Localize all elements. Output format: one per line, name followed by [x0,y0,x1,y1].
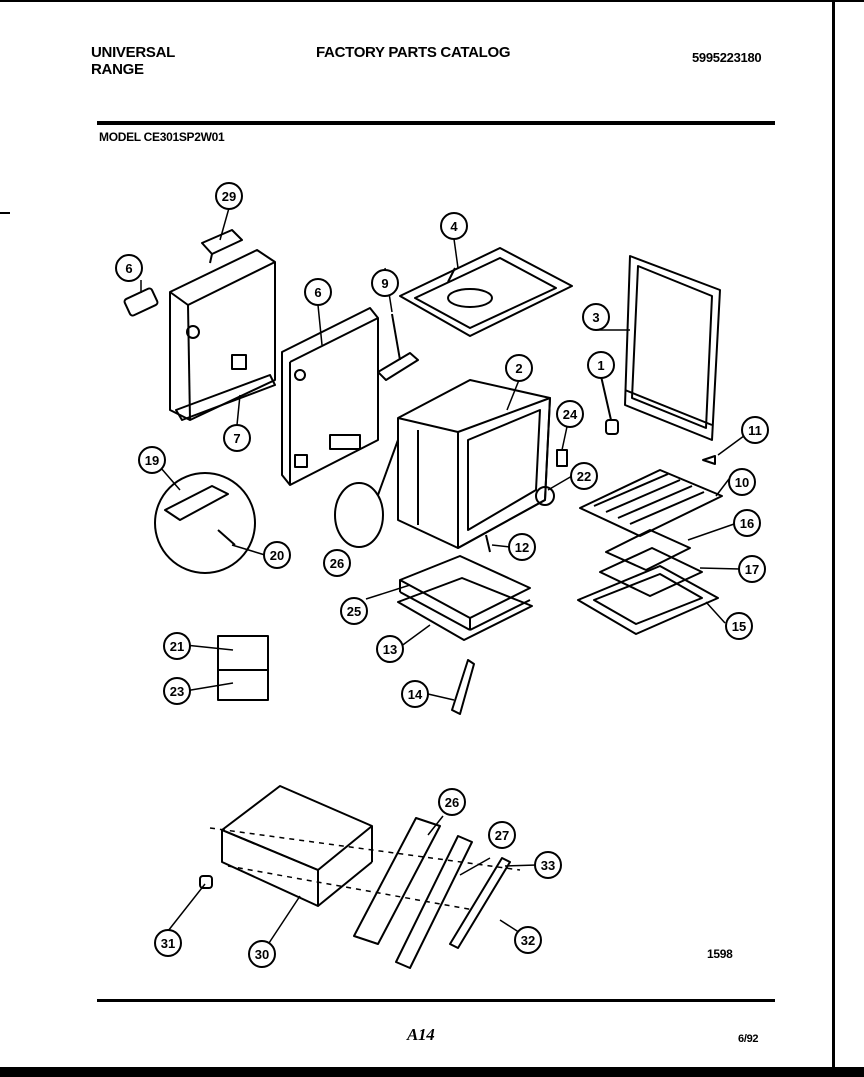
side-panel-part [169,249,276,421]
catalog-title: FACTORY PARTS CATALOG [316,44,511,61]
knob-part-1 [600,375,619,435]
brand-line-1: UNIVERSAL [91,44,175,61]
base-frame-part-13 [397,577,533,641]
callout-label: 26 [445,795,459,810]
page-number: A14 [407,1025,435,1044]
drawer-panel-part-27 [395,835,473,969]
callout-label: 10 [735,475,749,490]
callout-label: 27 [495,828,509,843]
callout-label: 2 [515,361,522,376]
storage-drawer-part-30 [221,785,373,907]
callout-label: 19 [145,453,159,468]
broil-grid-part-16 [605,529,691,571]
callout-label: 6 [125,261,132,276]
callout-label: 33 [541,858,555,873]
callout-circles [115,182,769,968]
brand-line-2: RANGE [91,61,144,78]
callout-label: 11 [748,423,762,438]
callout-label: 14 [408,687,423,702]
callout-label: 21 [170,639,184,654]
callout-label: 25 [347,604,361,619]
callout-label: 3 [592,310,599,325]
callout-label: 31 [161,936,175,951]
frame-part-15 [577,565,719,635]
callout-label: 9 [381,276,388,291]
detail-box-21 [217,635,269,671]
callout-label: 20 [270,548,284,563]
door-frame-part-3 [624,255,721,441]
callout-label: 16 [740,516,754,531]
oven-body-part-2 [397,379,551,549]
strip-part-9 [377,313,419,381]
alignment-lines [209,827,521,911]
knob-part-31 [199,875,213,889]
callout-label: 29 [222,189,236,204]
broil-pan-part-17 [599,547,703,597]
scan-border-top [0,0,864,2]
pin-part-24 [556,449,568,467]
callout-label: 13 [383,642,397,657]
callout-label: 6 [314,285,321,300]
scan-border-right [832,0,835,1077]
callout-label: 4 [450,219,458,234]
callout-label: 30 [255,947,269,962]
igniter-part-14 [451,659,475,715]
catalog-number: 5995223180 [692,50,762,65]
inset-detail-26 [334,439,399,548]
revision-date: 6/92 [738,1033,759,1045]
callout-label: 12 [515,540,529,555]
bottom-tray-part-25 [399,555,531,631]
callout-label: 15 [732,619,746,634]
inset-detail-circle [154,472,256,574]
callout-label: 32 [521,933,535,948]
callout-label: 22 [577,469,591,484]
callout-label: 17 [745,562,759,577]
callout-label: 26 [330,556,344,571]
leader-lines [140,207,753,944]
callout-label: 7 [233,431,240,446]
callout-label: 24 [563,407,578,422]
ring-part-22 [535,486,555,506]
badge-part-8 [123,287,159,317]
callout-label: 23 [170,684,184,699]
header-rule [97,121,775,125]
callout-label: 1 [597,358,604,373]
footer-rule [97,999,775,1002]
scan-mark-left [0,212,10,214]
drawer-front-part-26 [353,817,441,945]
cooktop-part-4 [399,247,573,337]
model-number: MODEL CE301SP2W01 [99,130,225,144]
clip-part-11 [702,455,716,465]
trim-part-32 [449,857,511,949]
scan-border-bottom [0,1067,864,1077]
figure-number: 1598 [707,947,733,961]
back-panel-part-6 [281,307,379,486]
pin-part-12 [485,534,491,553]
oven-rack-part-10 [579,469,723,537]
